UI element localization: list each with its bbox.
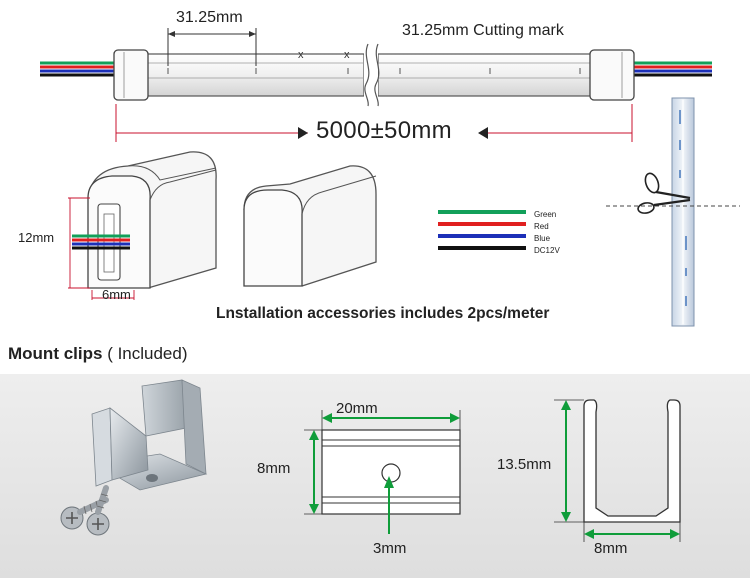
segment-ticks bbox=[167, 68, 581, 74]
legend-green-label: Green bbox=[534, 210, 557, 219]
end-cap-left bbox=[113, 49, 149, 101]
left-wire-bundle bbox=[40, 61, 118, 77]
strip-length-label: 5000±50mm bbox=[316, 117, 452, 144]
wire-legend bbox=[438, 210, 526, 250]
led-strip-top-view bbox=[40, 28, 712, 142]
mount-clip-photo bbox=[60, 379, 208, 536]
mount-clips-title-bold: Mount clips bbox=[8, 344, 103, 363]
clip-profile-view bbox=[554, 399, 681, 542]
end-cap-right bbox=[589, 49, 635, 101]
clip-width-label: 20mm bbox=[336, 400, 378, 417]
clip-height-label: 8mm bbox=[257, 460, 291, 477]
accessory-note: Lnstallation accessories includes 2pcs/m… bbox=[216, 305, 550, 322]
legend-blue-label: Blue bbox=[534, 234, 551, 243]
mount-clips-title: Mount clips ( Included) bbox=[8, 344, 188, 364]
profile-width-label: 6mm bbox=[102, 287, 131, 302]
right-wire-bundle bbox=[632, 61, 712, 77]
profile-front-3d bbox=[68, 151, 217, 300]
length-dimension bbox=[115, 104, 633, 142]
cut-marker-2: x bbox=[344, 49, 350, 61]
cutting-mark-label: 31.25mm Cutting mark bbox=[402, 22, 564, 39]
legend-red-label: Red bbox=[534, 222, 549, 231]
segment-dimension bbox=[167, 28, 257, 66]
segment-dimension-label: 31.25mm bbox=[176, 9, 243, 26]
clip-top-view bbox=[304, 410, 461, 534]
profile-back-3d bbox=[243, 165, 377, 287]
break-mark bbox=[364, 43, 380, 107]
clip-hole-label: 3mm bbox=[373, 540, 407, 557]
vertical-strip-cut bbox=[606, 97, 740, 327]
clip-profile-height-label: 13.5mm bbox=[497, 456, 552, 473]
scissors-icon bbox=[637, 172, 691, 214]
cut-marker-1: x bbox=[298, 49, 304, 61]
strip-body-left bbox=[117, 53, 365, 97]
mount-clips-title-note: ( Included) bbox=[107, 344, 188, 363]
legend-dc12v-label: DC12V bbox=[534, 246, 560, 255]
clip-profile-width-label: 8mm bbox=[594, 540, 628, 557]
profile-height-label: 12mm bbox=[18, 230, 55, 245]
screw-right bbox=[86, 485, 110, 536]
